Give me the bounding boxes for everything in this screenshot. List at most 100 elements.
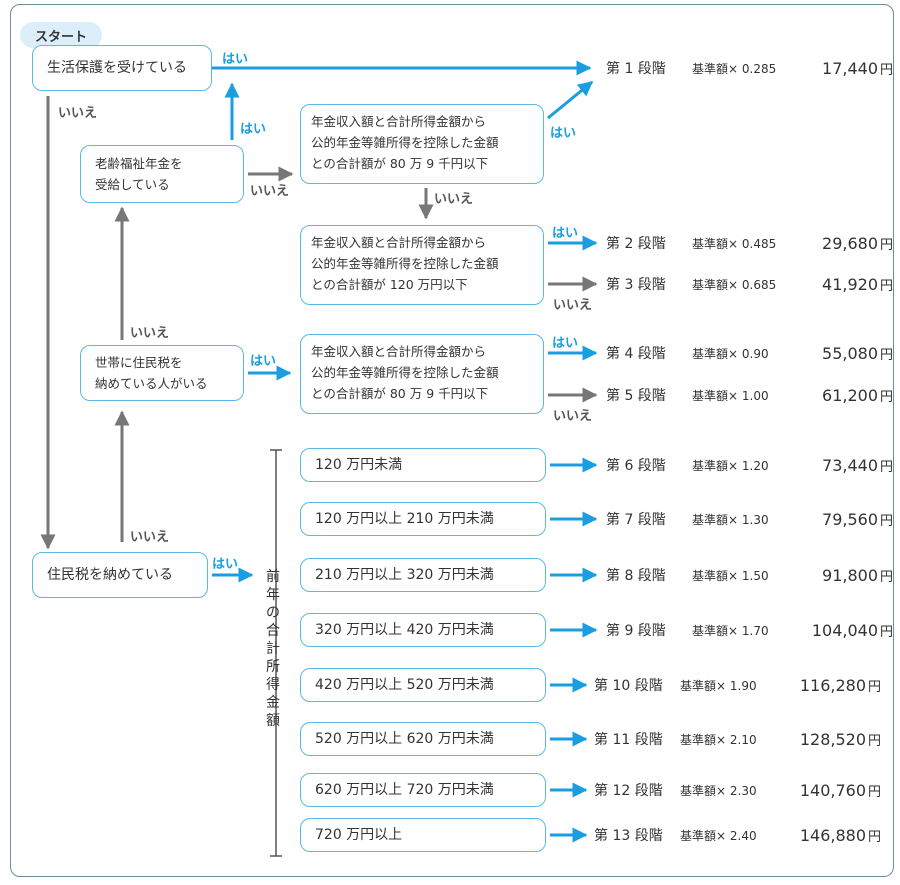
condition-2-line: 公的年金等雑所得を控除した金額	[311, 256, 499, 271]
question-resident-text: 住民税を納めている	[47, 566, 173, 583]
stage-base-rate: 基準額× 1.70	[692, 623, 769, 638]
condition-1-line: 公的年金等雑所得を控除した金額	[311, 135, 499, 150]
question-pension: 老齢福祉年金を 受給している	[80, 145, 244, 203]
stage-name: 第 13 段階	[594, 828, 663, 844]
income-range-text: 210 万円以上 320 万円未満	[315, 566, 494, 583]
stage-base-rate: 基準額× 2.30	[680, 783, 757, 798]
stage-amount: 128,520	[799, 729, 866, 749]
income-range-8: 720 万円以上	[300, 818, 546, 852]
yes-label-c2: はい	[552, 226, 579, 241]
question-pension-line: 受給している	[95, 177, 170, 192]
stage-amount: 17,440	[822, 58, 878, 78]
question-household-line: 世帯に住民税を	[95, 355, 183, 370]
income-range-3: 210 万円以上 320 万円未満	[300, 558, 546, 592]
yes-label-pension: はい	[240, 122, 267, 137]
stage-amount: 41,920	[822, 274, 878, 294]
income-range-text: 420 万円以上 520 万円未満	[315, 676, 494, 693]
stage-name: 第 3 段階	[606, 277, 666, 293]
stage-base-rate: 基準額× 2.10	[680, 732, 757, 747]
stage-amount: 55,080	[822, 343, 878, 363]
stage-unit: 円	[880, 347, 894, 363]
stage-base-rate: 基準額× 1.50	[692, 568, 769, 583]
stage-name: 第 4 段階	[606, 346, 666, 362]
no-label-c1: いいえ	[434, 192, 474, 207]
question-household-line: 納めている人がいる	[95, 376, 208, 391]
stage-amount: 79,560	[822, 509, 878, 529]
condition-3-line: との合計額が 80 万 9 千円以下	[311, 386, 489, 401]
stage-name: 第 1 段階	[606, 61, 666, 77]
stage-amount: 140,760	[799, 780, 866, 800]
question-resident: 住民税を納めている	[32, 552, 208, 598]
condition-2-line: との合計額が 120 万円以下	[311, 277, 468, 292]
stage-amount: 146,880	[799, 825, 866, 845]
stage-amount: 61,200	[822, 385, 878, 405]
diagram-frame	[10, 4, 894, 877]
stage-unit: 円	[880, 569, 894, 585]
stage-name: 第 10 段階	[594, 678, 663, 694]
income-range-text: 120 万円未満	[315, 456, 403, 473]
stage-name: 第 5 段階	[606, 388, 666, 404]
condition-3-line: 公的年金等雑所得を控除した金額	[311, 365, 499, 380]
income-range-4: 320 万円以上 420 万円未満	[300, 613, 546, 647]
no-label-c2: いいえ	[553, 298, 593, 313]
stage-amount: 29,680	[822, 233, 878, 253]
stage-name: 第 8 段階	[606, 568, 666, 584]
start-badge: スタート	[20, 22, 102, 48]
income-range-text: 320 万円以上 420 万円未満	[315, 621, 494, 638]
stage-unit: 円	[880, 62, 894, 78]
condition-1-line: 年金収入額と合計所得金額から	[311, 114, 487, 129]
stage-unit: 円	[880, 237, 894, 253]
stage-name: 第 6 段階	[606, 458, 666, 474]
condition-2: 年金収入額と合計所得金額から 公的年金等雑所得を控除した金額 との合計額が 12…	[300, 225, 544, 305]
yes-label-welfare: はい	[222, 52, 249, 67]
income-range-2: 120 万円以上 210 万円未満	[300, 502, 546, 536]
stage-base-rate: 基準額× 0.90	[692, 346, 769, 361]
stage-base-rate: 基準額× 1.90	[680, 678, 757, 693]
stage-unit: 円	[880, 278, 894, 294]
stage-unit: 円	[880, 389, 894, 405]
stage-amount: 104,040	[811, 620, 878, 640]
stage-base-rate: 基準額× 0.485	[692, 236, 777, 251]
question-welfare-text: 生活保護を受けている	[47, 59, 187, 76]
condition-3-line: 年金収入額と合計所得金額から	[311, 344, 487, 359]
income-range-text: 520 万円以上 620 万円未満	[315, 730, 494, 747]
income-axis-label: 前年の合計所得金額	[266, 569, 280, 729]
income-range-7: 620 万円以上 720 万円未満	[300, 773, 546, 807]
income-range-text: 620 万円以上 720 万円未満	[315, 781, 494, 798]
no-label-household: いいえ	[130, 326, 170, 341]
stage-base-rate: 基準額× 0.685	[692, 277, 777, 292]
condition-3: 年金収入額と合計所得金額から 公的年金等雑所得を控除した金額 との合計額が 80…	[300, 334, 544, 414]
no-label-welfare: いいえ	[58, 106, 98, 121]
stage-name: 第 12 段階	[594, 783, 663, 799]
income-range-text: 120 万円以上 210 万円未満	[315, 510, 494, 527]
income-range-6: 520 万円以上 620 万円未満	[300, 722, 546, 756]
stage-unit: 円	[868, 679, 882, 695]
stage-name: 第 2 段階	[606, 236, 666, 252]
stage-unit: 円	[868, 784, 882, 800]
stage-base-rate: 基準額× 1.30	[692, 512, 769, 527]
stage-unit: 円	[880, 624, 894, 640]
question-household: 世帯に住民税を 納めている人がいる	[80, 345, 244, 401]
no-label-resident: いいえ	[130, 530, 170, 545]
stage-name: 第 9 段階	[606, 623, 666, 639]
stage-amount: 91,800	[822, 565, 878, 585]
condition-1-line: との合計額が 80 万 9 千円以下	[311, 156, 489, 171]
income-range-5: 420 万円以上 520 万円未満	[300, 668, 546, 702]
stage-amount: 116,280	[799, 675, 866, 695]
yes-label-c3: はい	[552, 336, 579, 351]
stage-amount: 73,440	[822, 455, 878, 475]
condition-2-line: 年金収入額と合計所得金額から	[311, 235, 487, 250]
question-pension-line: 老齢福祉年金を	[95, 156, 183, 171]
